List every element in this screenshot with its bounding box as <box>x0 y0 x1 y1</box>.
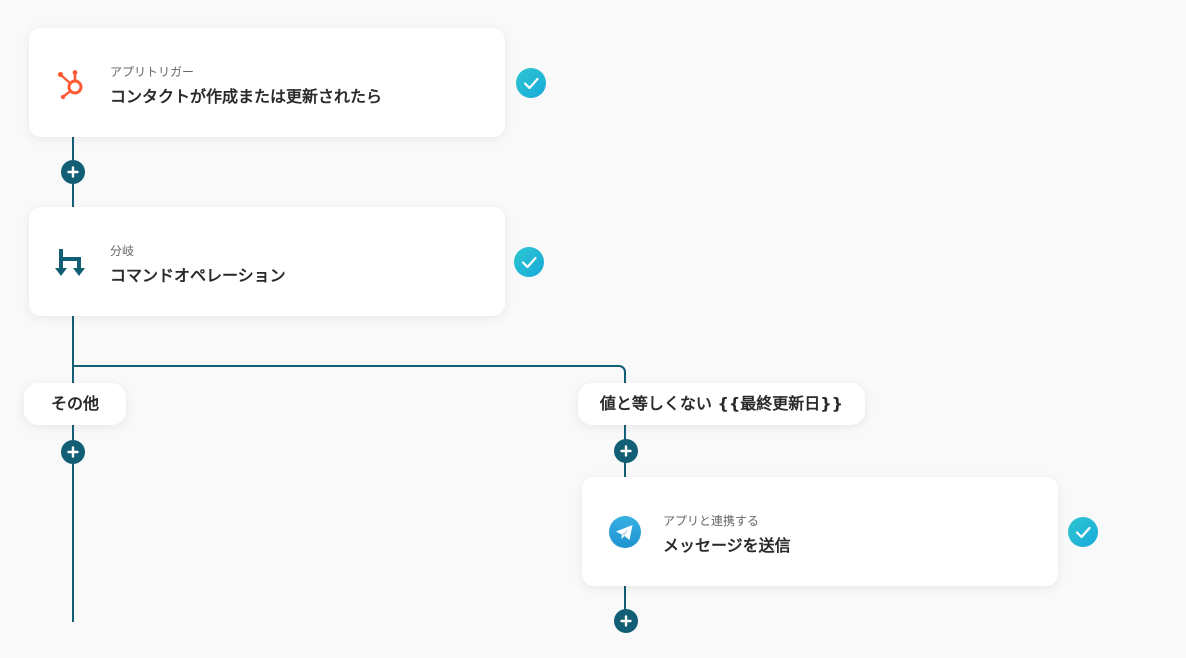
hubspot-icon <box>55 66 89 100</box>
add-step-button[interactable] <box>614 609 638 633</box>
add-step-button[interactable] <box>61 160 85 184</box>
step-subtitle: アプリと連携する <box>663 514 760 528</box>
telegram-icon <box>608 515 642 549</box>
connector-line-branch-horizontal <box>72 365 620 367</box>
step-subtitle: 分岐 <box>110 244 135 258</box>
step-title: メッセージを送信 <box>663 536 791 555</box>
branch-label-condition[interactable]: 値と等しくない {{最終更新日}} <box>578 383 865 425</box>
step-subtitle: アプリトリガー <box>110 65 195 79</box>
step-card-trigger[interactable]: アプリトリガー コンタクトが作成または更新されたら <box>29 28 505 137</box>
add-step-button[interactable] <box>614 439 638 463</box>
step-card-branch[interactable]: 分岐 コマンドオペレーション <box>29 207 505 316</box>
step-title: コマンドオペレーション <box>110 266 286 285</box>
check-icon <box>516 68 546 98</box>
add-step-button[interactable] <box>61 440 85 464</box>
connector-line-main <box>72 136 74 622</box>
check-icon <box>514 247 544 277</box>
connector-line-branch-corner <box>618 365 626 373</box>
step-title: コンタクトが作成または更新されたら <box>110 87 383 106</box>
check-icon <box>1068 517 1098 547</box>
branch-icon <box>55 245 89 279</box>
step-card-telegram[interactable]: アプリと連携する メッセージを送信 <box>582 477 1058 586</box>
branch-label-other[interactable]: その他 <box>24 383 126 425</box>
